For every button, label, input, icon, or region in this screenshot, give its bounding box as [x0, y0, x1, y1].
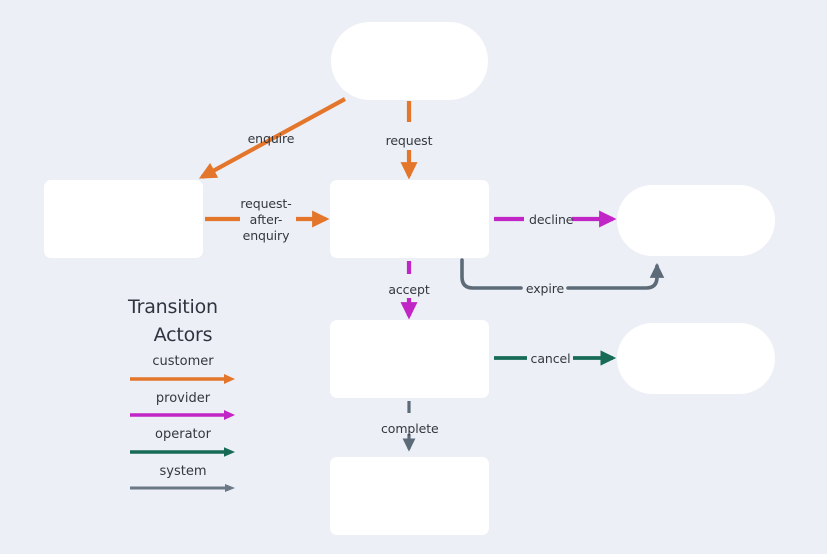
legend-item-operator: operator: [128, 425, 238, 459]
legend-arrow-system-icon: [130, 484, 235, 493]
legend-arrow-operator-icon: [130, 446, 235, 457]
state-node-middle-upper[interactable]: [330, 180, 489, 258]
legend-item-label: provider: [155, 390, 211, 406]
edge-label-decline: decline: [529, 212, 574, 227]
legend-arrow-provider-icon: [130, 410, 235, 421]
legend-title: Transition Actors: [128, 294, 238, 349]
edge-label-cancel: cancel: [530, 351, 571, 366]
edge-label-enquire: enquire: [247, 131, 295, 146]
legend-item-customer: customer: [128, 352, 238, 386]
legend-title-line2: Actors: [153, 323, 213, 346]
legend-item-provider: provider: [128, 389, 238, 423]
state-node-top[interactable]: [331, 22, 488, 100]
legend: Transition Actors customer provider oper…: [128, 294, 238, 495]
state-node-middle-lower[interactable]: [330, 320, 489, 398]
state-node-bottom[interactable]: [330, 457, 489, 535]
state-node-right-upper[interactable]: [617, 185, 775, 256]
legend-item-label: system: [159, 463, 207, 479]
legend-arrow-customer-icon: [130, 373, 235, 384]
legend-item-label: operator: [155, 427, 211, 443]
state-node-right-lower[interactable]: [617, 323, 775, 394]
edge-label-expire: expire: [525, 281, 565, 296]
edge-label-request: request: [385, 133, 433, 148]
edge-label-complete: complete: [381, 421, 439, 436]
legend-item-label: customer: [152, 354, 214, 370]
edge-label-accept: accept: [388, 282, 430, 297]
edge-label-request-after-enquiry: request- after- enquiry: [240, 196, 292, 243]
legend-title-line1: Transition: [128, 296, 218, 318]
edge-expire: [566, 263, 665, 290]
state-node-left[interactable]: [44, 180, 203, 258]
legend-item-system: system: [128, 462, 238, 496]
edge-expire-stub: [460, 258, 523, 290]
